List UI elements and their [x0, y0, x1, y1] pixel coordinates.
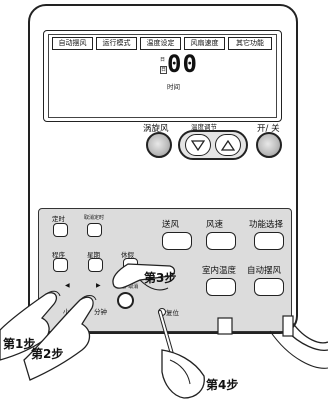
cable-plug-2	[282, 315, 294, 337]
lcd-segment-bottom: 日	[160, 66, 168, 74]
mode-label-auto-swing: 自动摆风	[52, 37, 93, 50]
triangle-down-icon	[191, 139, 205, 151]
power-label: 开/ 关	[257, 124, 280, 134]
cancel-timer-label: 取消定时	[84, 215, 105, 221]
mode-label-other-functions: 其它功能	[228, 37, 272, 50]
cable-2	[291, 321, 328, 344]
cable-3	[269, 330, 328, 369]
supply-air-button[interactable]	[162, 232, 192, 250]
timer-button[interactable]	[53, 223, 68, 237]
reset-label: 复位	[166, 309, 179, 317]
step-3-label: 第3步	[144, 271, 177, 285]
function-select-button[interactable]	[254, 232, 284, 250]
function-select-label: 功能选择	[249, 220, 284, 230]
swirl-wind-button[interactable]	[146, 132, 172, 158]
hand-step2	[23, 296, 94, 381]
lcd-digits: 00	[167, 50, 198, 78]
cancel-timer-button[interactable]	[87, 223, 102, 237]
lcd-segment-top: 日	[160, 57, 166, 63]
holiday-label: 休假	[121, 251, 134, 259]
step-2-label: 第2步	[31, 347, 64, 361]
room-temp-button[interactable]	[206, 278, 236, 296]
program-button[interactable]	[53, 258, 68, 272]
hand-step4	[161, 349, 205, 399]
triangle-up-icon	[221, 139, 235, 151]
minute-label: 分钟	[94, 308, 107, 316]
hand-step1	[0, 292, 58, 361]
mode-label-run-mode: 运行模式	[96, 37, 137, 50]
week-button[interactable]	[88, 258, 103, 272]
cable-plug-1	[217, 317, 233, 335]
temp-up-button[interactable]	[215, 134, 241, 156]
mode-label-temp-setting: 温度设定	[140, 37, 181, 50]
program-label: 程序	[52, 251, 65, 259]
temp-adjust-label: 温度调节	[191, 123, 217, 131]
auto-swing-label: 自动摆风	[247, 266, 282, 276]
left-arrow-icon: ◀	[65, 282, 70, 289]
mode-label-fan-speed: 风扇速度	[184, 37, 225, 50]
fan-speed-label: 风速	[206, 220, 224, 230]
supply-air-label: 送风	[162, 220, 180, 230]
power-button[interactable]	[256, 132, 282, 158]
lcd-screen	[48, 34, 277, 118]
hand-step3	[112, 263, 176, 289]
step-1-label: 第1步	[3, 337, 36, 351]
set-cancel-button[interactable]	[117, 292, 134, 309]
step-4-label: 第4步	[206, 378, 239, 392]
auto-swing-button[interactable]	[254, 278, 284, 296]
fan-speed-button[interactable]	[206, 232, 236, 250]
set-cancel-label: 设定/ 取消	[115, 284, 139, 290]
room-temp-label: 室内温度	[202, 266, 237, 276]
week-label: 星期	[87, 251, 100, 259]
right-arrow-icon: ▶	[96, 282, 101, 289]
lcd-time-label: 时间	[167, 83, 180, 91]
swirl-wind-label: 涡旋风	[143, 124, 169, 134]
timer-label: 定时	[52, 215, 65, 223]
temp-down-button[interactable]	[185, 134, 211, 156]
